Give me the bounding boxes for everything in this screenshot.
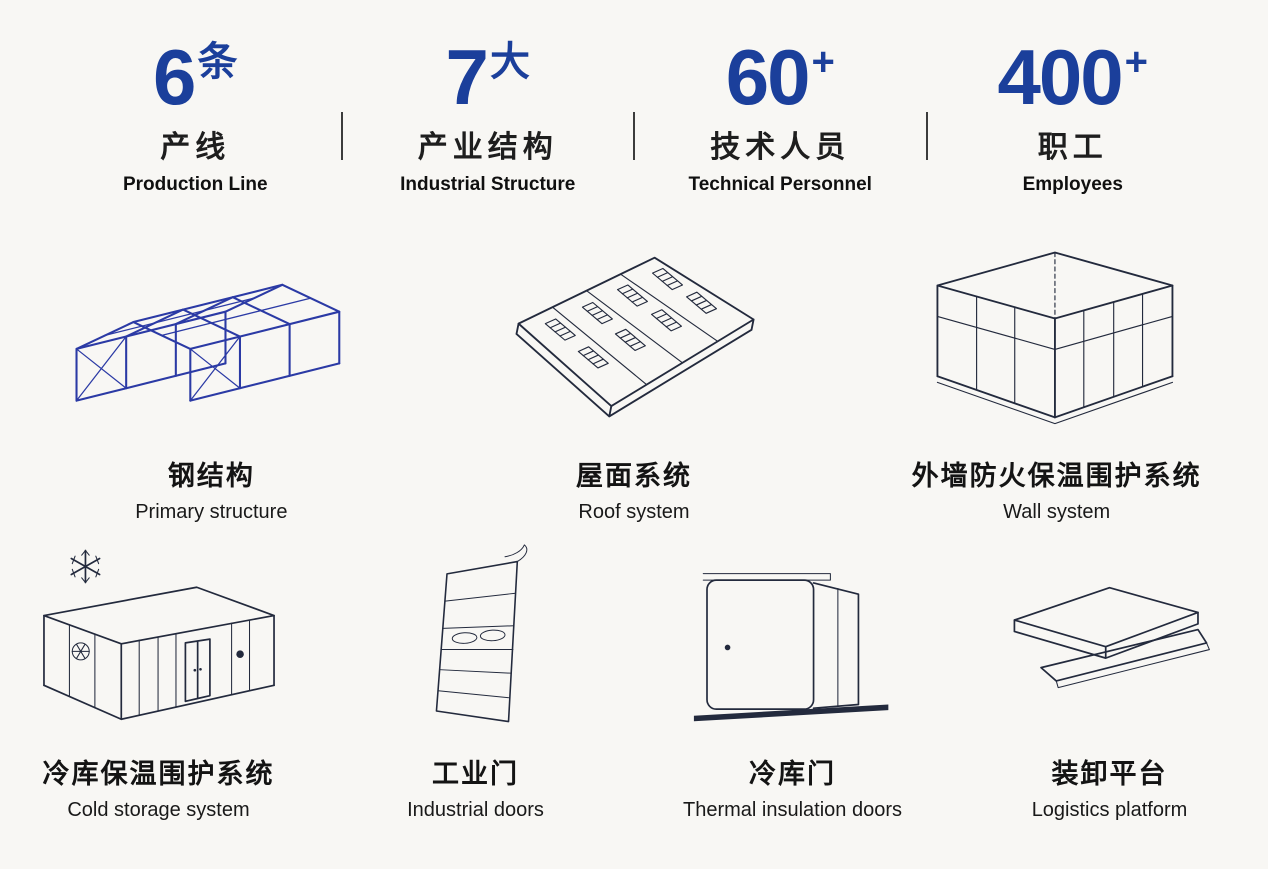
stats-divider: [633, 112, 635, 160]
steel-structure-icon: [75, 283, 341, 402]
product-label-zh: 外墙防火保温围护系统: [911, 461, 1202, 492]
stat-number: 400: [997, 33, 1124, 121]
icon-box: [634, 542, 951, 740]
stat-label-en: Production Line: [122, 174, 268, 196]
product-label-en: Logistics platform: [1031, 799, 1188, 822]
product-insulation-door: 冷库门 Thermal insulation doors: [634, 542, 951, 822]
stats-divider: [925, 112, 928, 160]
stat-production-line: 6 条 产线 Production Line: [50, 33, 341, 196]
stat-industrial-structure: 7 大 产业结构 Industrial Structure: [343, 33, 634, 196]
stat-label-zh: 技术人员: [710, 131, 851, 165]
product-label-en: Primary structure: [135, 501, 288, 524]
product-label-en: Cold storage system: [67, 799, 250, 822]
wall-system-icon: [936, 251, 1174, 425]
stat-label-en: Technical Personnel: [688, 174, 872, 196]
product-cold-storage: 冷库保温围护系统 Cold storage system: [0, 542, 317, 822]
roof-system-icon: [515, 256, 755, 418]
product-primary-structure: 钢结构 Primary structure: [0, 230, 423, 524]
products-row-2: 冷库保温围护系统 Cold storage system 工业门 Industr…: [0, 542, 1268, 822]
stat-number-block: 6 条: [50, 33, 341, 121]
product-wall-system: 外墙防火保温围护系统 Wall system: [845, 230, 1268, 524]
stat-label-zh: 产业结构: [417, 131, 558, 165]
product-label-zh: 屋面系统: [576, 461, 692, 492]
cold-storage-icon: [42, 549, 275, 721]
industrial-door-icon: [435, 544, 527, 723]
stat-label-zh: 职工: [1037, 131, 1108, 165]
stat-number-block: 400 +: [928, 33, 1219, 121]
product-dock-leveler: 装卸平台 Logistics platform: [951, 542, 1268, 822]
product-label-en: Wall system: [1003, 501, 1111, 524]
icon-box: [423, 230, 846, 442]
stat-label-zh: 产线: [160, 131, 231, 165]
stat-number-suffix: +: [811, 40, 835, 84]
product-label-zh: 冷库门: [749, 759, 836, 790]
product-label-zh: 钢结构: [167, 461, 255, 492]
icon-box: [0, 230, 423, 442]
product-industrial-door: 工业门 Industrial doors: [317, 542, 634, 822]
stats-row: 6 条 产线 Production Line 7 大 产业结构 Industri…: [0, 0, 1268, 196]
stat-number: 7: [445, 33, 489, 121]
stat-number-suffix: +: [1124, 40, 1148, 84]
product-label-zh: 冷库保温围护系统: [42, 759, 275, 790]
stat-technical-personnel: 60 + 技术人员 Technical Personnel: [635, 33, 926, 196]
stat-employees: 400 + 职工 Employees: [928, 33, 1219, 196]
product-roof-system: 屋面系统 Roof system: [423, 230, 846, 524]
stat-number: 6: [153, 33, 196, 121]
dock-leveler-icon: [1013, 586, 1210, 689]
stat-label-en: Employees: [1022, 174, 1123, 196]
icon-box: [0, 542, 317, 740]
stat-number-block: 60 +: [635, 33, 926, 121]
products-row-1: 钢结构 Primary structure: [0, 230, 1268, 524]
stat-label-en: Industrial Structure: [400, 174, 576, 196]
stat-number-block: 7 大: [343, 33, 634, 121]
product-label-zh: 装卸平台: [1051, 759, 1168, 790]
product-label-en: Roof system: [578, 501, 690, 524]
stats-divider: [340, 112, 343, 160]
product-label-en: Industrial doors: [407, 799, 544, 822]
stat-number-suffix: 条: [197, 40, 238, 84]
product-label-zh: 工业门: [432, 759, 519, 790]
insulation-door-icon: [693, 573, 888, 722]
icon-box: [317, 542, 634, 740]
product-label-en: Thermal insulation doors: [683, 799, 902, 822]
stat-number: 60: [725, 33, 811, 121]
icon-box: [845, 230, 1268, 442]
icon-box: [951, 542, 1268, 740]
stat-number-suffix: 大: [489, 40, 530, 84]
